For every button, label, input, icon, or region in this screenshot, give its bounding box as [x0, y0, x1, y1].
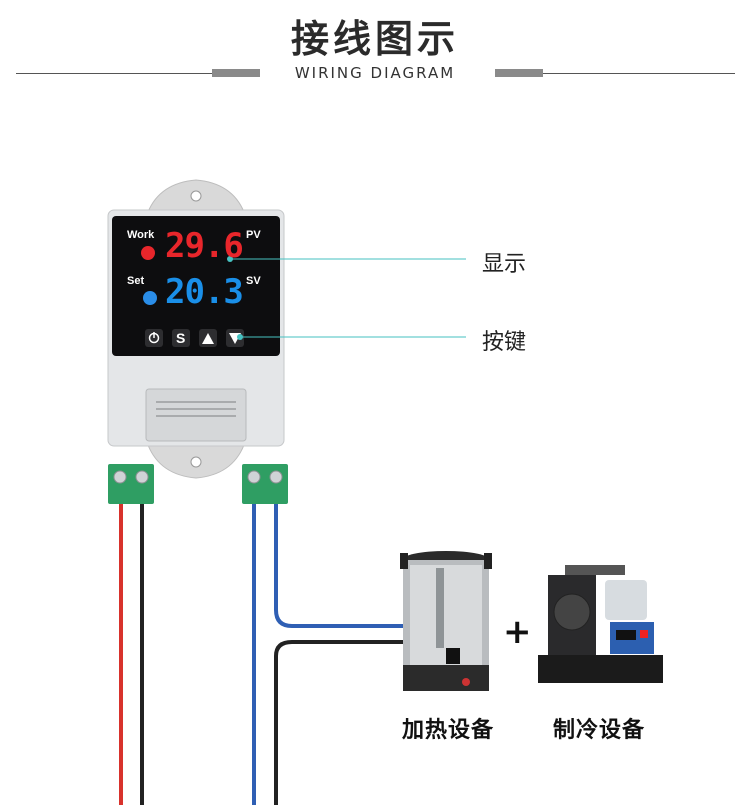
page-title: 接线图示	[290, 17, 459, 61]
page-subtitle: WIRING DIAGRAM	[294, 64, 456, 82]
heating-device-image	[400, 551, 492, 691]
cooling-device-label: 制冷设备	[553, 718, 646, 743]
display-callout: 显示	[482, 252, 527, 277]
header-left-line	[16, 73, 212, 74]
cooling-device-image	[538, 565, 663, 683]
cover-vents	[156, 401, 236, 417]
s-button	[172, 329, 190, 347]
sv-label: SV	[246, 275, 261, 287]
header-right-line	[543, 73, 735, 74]
work-led	[141, 246, 155, 260]
heating-device-label: 加热设备	[402, 718, 495, 743]
s-button-label: S	[176, 330, 186, 346]
header-left-bar	[212, 69, 260, 77]
set-led	[143, 291, 157, 305]
header-right-bar	[495, 69, 543, 77]
sv-display: 20.3	[165, 272, 244, 312]
output-wire-black	[274, 640, 410, 805]
mounting-hole-top	[190, 190, 202, 202]
work-label: Work	[127, 229, 155, 241]
up-arrow-icon	[202, 333, 214, 344]
set-label: Set	[127, 275, 145, 287]
terminal-block-right	[242, 464, 288, 504]
mounting-hole-bottom	[190, 456, 202, 468]
keys-callout: 按键	[482, 330, 527, 355]
output-wire-blue-2	[274, 504, 410, 628]
pv-label: PV	[246, 229, 261, 241]
pv-display: 29.6	[165, 226, 244, 266]
terminal-block-left	[108, 464, 154, 504]
plus-sign: +	[503, 612, 532, 652]
